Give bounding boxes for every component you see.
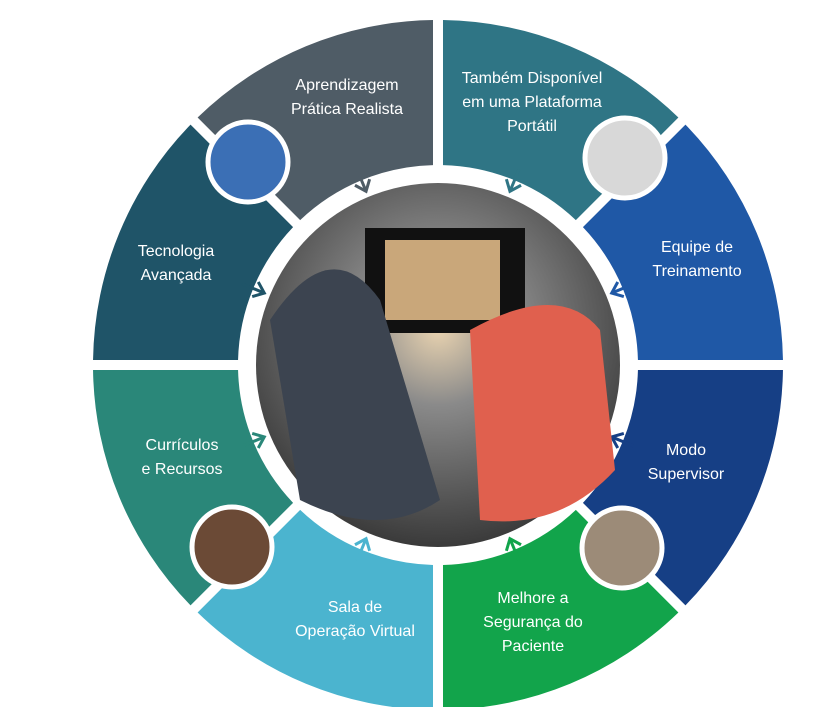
label-line: Currículos: [145, 437, 219, 454]
arrow-icon: [354, 536, 372, 562]
label-line: Prática Realista: [290, 101, 404, 118]
label-line: em uma Plataforma: [462, 94, 602, 111]
center-photo-person-left: [270, 269, 440, 520]
thumbnail-photo-3: [189, 504, 275, 590]
label-line: Avançada: [140, 267, 212, 284]
segment-label-sala: Sala de Operação Virtual: [295, 596, 415, 644]
arrow-icon: [241, 281, 267, 299]
arrow-icon: [504, 168, 522, 194]
center-photo-person-right: [470, 305, 615, 522]
label-line: Operação Virtual: [295, 623, 415, 640]
arrow-icon: [241, 431, 267, 449]
label-line: Treinamento: [652, 263, 742, 280]
label-line: Portátil: [507, 118, 557, 135]
label-line: Equipe de: [660, 239, 734, 256]
label-line: Paciente: [501, 638, 565, 655]
label-line: Supervisor: [647, 466, 725, 483]
arrow-icon: [609, 431, 635, 449]
label-line: Sala de: [327, 599, 383, 616]
thumbnail-photo-1: [205, 119, 291, 205]
label-line: Modo: [665, 442, 707, 459]
arrow-icon: [504, 536, 522, 562]
label-line: Também Disponível: [461, 70, 603, 87]
arrow-icon: [354, 168, 372, 194]
arrow-icon: [609, 281, 635, 299]
label-line: Tecnologia: [137, 243, 215, 260]
center-photo-screen: [385, 240, 500, 320]
segment-label-equipe: Equipe de Treinamento: [652, 236, 741, 284]
label-line: Segurança do: [483, 614, 583, 631]
label-line: e Recursos: [141, 461, 223, 478]
segment-label-melhore: Melhore a Segurança do Paciente: [483, 587, 583, 659]
thumbnail-photo-4: [579, 505, 665, 591]
label-line: Melhore a: [497, 590, 569, 607]
label-line: Aprendizagem: [295, 77, 399, 94]
segment-label-curriculos: Currículos e Recursos: [142, 434, 223, 482]
thumbnail-photo-2: [582, 115, 668, 201]
